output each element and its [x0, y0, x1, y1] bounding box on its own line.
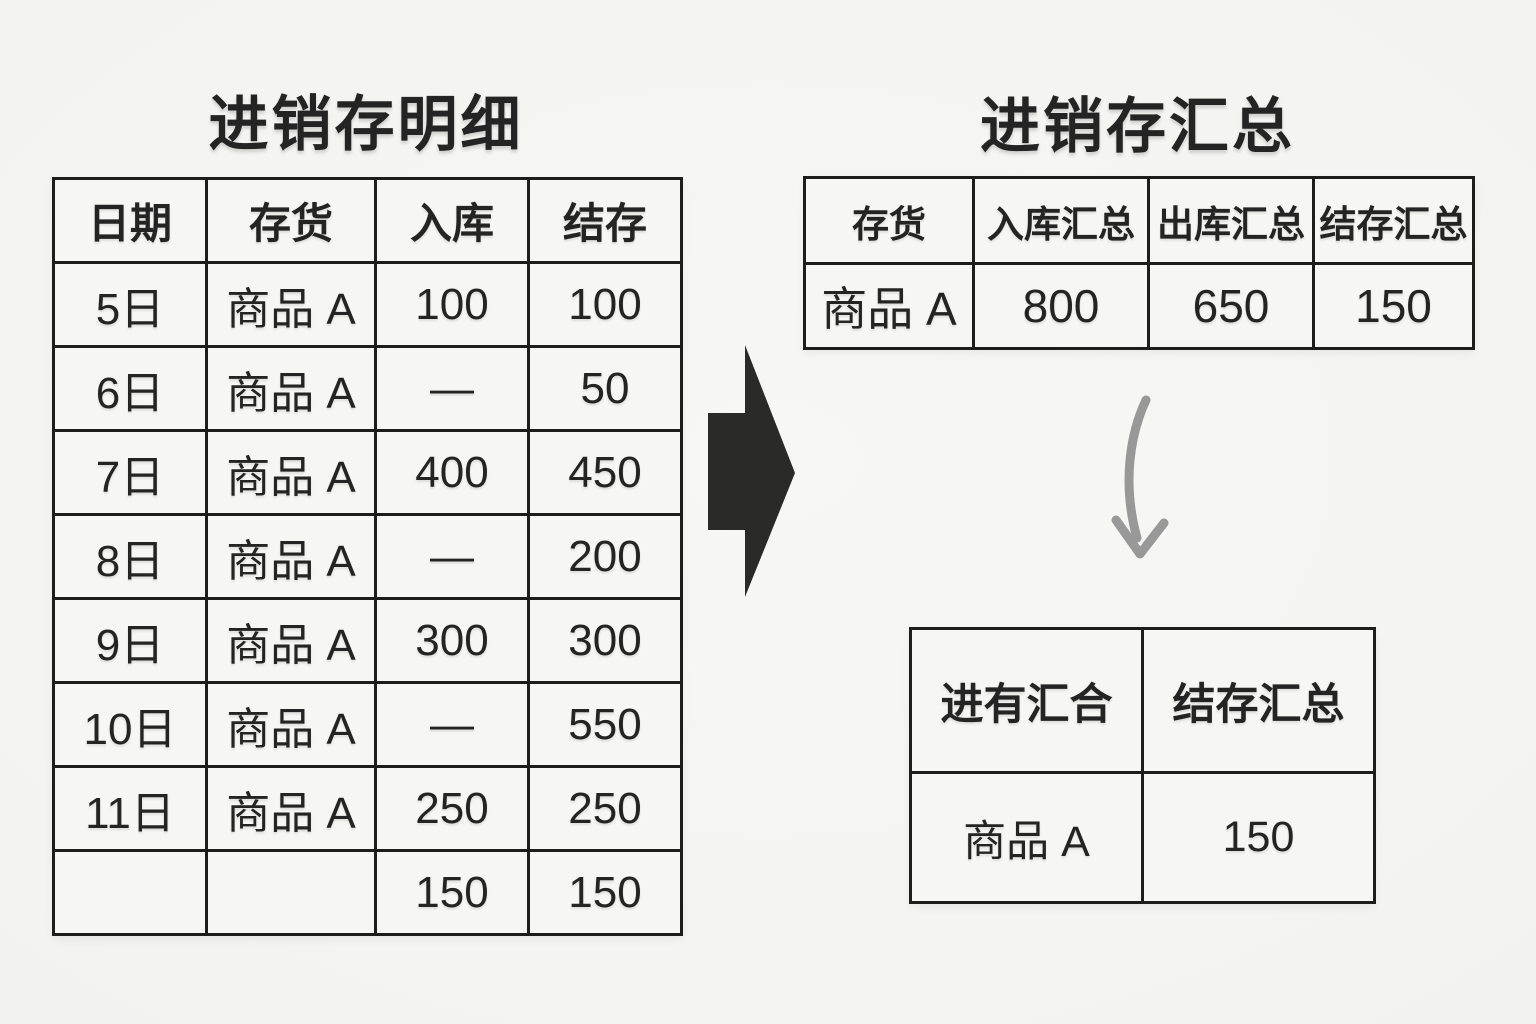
summary-title: 进销存汇总: [980, 93, 1295, 160]
table-cell: 650: [1147, 262, 1315, 350]
table-cell: 6日: [52, 345, 208, 432]
table-cell: [52, 849, 208, 936]
table-cell: 50: [527, 345, 683, 432]
table-cell: 450: [527, 429, 683, 516]
table-cell: 8日: [52, 513, 208, 600]
table-cell: 商品 A: [205, 429, 377, 516]
table-cell: 商品 A: [803, 262, 975, 350]
table-cell: 150: [527, 849, 683, 936]
table-cell: 300: [527, 597, 683, 684]
table-cell: 250: [527, 765, 683, 852]
detail-title: 进销存明细: [208, 91, 524, 158]
balance-header-row: 进有汇合 结存汇总: [909, 627, 1376, 774]
table-cell: 商品 A: [205, 261, 377, 348]
table-cell: 商品 A: [205, 513, 377, 600]
detail-header-date: 日期: [52, 177, 208, 264]
table-row: 商品 A 800 650 150: [803, 262, 1475, 350]
detail-header-stock: 存货: [205, 177, 377, 264]
table-cell: 5日: [52, 261, 208, 348]
detail-header-row: 日期 存货 入库 结存: [52, 177, 683, 264]
table-cell: 800: [972, 262, 1150, 350]
table-row: 6日 商品 A — 50: [52, 345, 683, 432]
table-cell: 商品 A: [205, 681, 377, 768]
summary-header-inbound-total: 入库汇总: [972, 176, 1150, 265]
balance-table: 进有汇合 结存汇总 商品 A 150: [909, 627, 1376, 904]
table-cell: 400: [374, 429, 530, 516]
table-cell: —: [374, 513, 530, 600]
table-row: 7日 商品 A 400 450: [52, 429, 683, 516]
table-cell: —: [374, 681, 530, 768]
table-row: 11日 商品 A 250 250: [52, 765, 683, 852]
table-cell: 10日: [52, 681, 208, 768]
right-arrow-icon: [708, 345, 795, 597]
table-cell: 100: [374, 261, 530, 348]
summary-header-outbound-total: 出库汇总: [1147, 176, 1315, 265]
table-cell: 100: [527, 261, 683, 348]
balance-header-balance-total: 结存汇总: [1141, 627, 1376, 774]
table-cell: 商品 A: [205, 345, 377, 432]
table-cell: 商品 A: [205, 597, 377, 684]
detail-table: 日期 存货 入库 结存 5日 商品 A 100 100 6日 商品 A — 50…: [52, 177, 683, 936]
table-cell: 200: [527, 513, 683, 600]
table-row: 9日 商品 A 300 300: [52, 597, 683, 684]
table-cell: 11日: [52, 765, 208, 852]
table-cell: 550: [527, 681, 683, 768]
table-cell: 300: [374, 597, 530, 684]
table-cell: 150: [1141, 771, 1376, 904]
curved-down-arrow-icon: [1111, 395, 1169, 559]
table-row: 150 150: [52, 849, 683, 936]
table-row: 10日 商品 A — 550: [52, 681, 683, 768]
summary-header-balance-total: 结存汇总: [1312, 176, 1475, 265]
summary-header-stock: 存货: [803, 176, 975, 265]
table-cell: 9日: [52, 597, 208, 684]
table-cell: 商品 A: [205, 765, 377, 852]
table-row: 商品 A 150: [909, 771, 1376, 904]
table-cell: 150: [1312, 262, 1475, 350]
table-cell: [205, 849, 377, 936]
summary-table: 存货 入库汇总 出库汇总 结存汇总 商品 A 800 650 150: [803, 176, 1475, 350]
table-cell: 150: [374, 849, 530, 936]
detail-header-balance: 结存: [527, 177, 683, 264]
table-cell: 商品 A: [909, 771, 1144, 904]
detail-header-inbound: 入库: [374, 177, 530, 264]
table-cell: —: [374, 345, 530, 432]
table-row: 8日 商品 A — 200: [52, 513, 683, 600]
table-cell: 7日: [52, 429, 208, 516]
balance-header-combined: 进有汇合: [909, 627, 1144, 774]
table-cell: 250: [374, 765, 530, 852]
table-row: 5日 商品 A 100 100: [52, 261, 683, 348]
summary-header-row: 存货 入库汇总 出库汇总 结存汇总: [803, 176, 1475, 265]
